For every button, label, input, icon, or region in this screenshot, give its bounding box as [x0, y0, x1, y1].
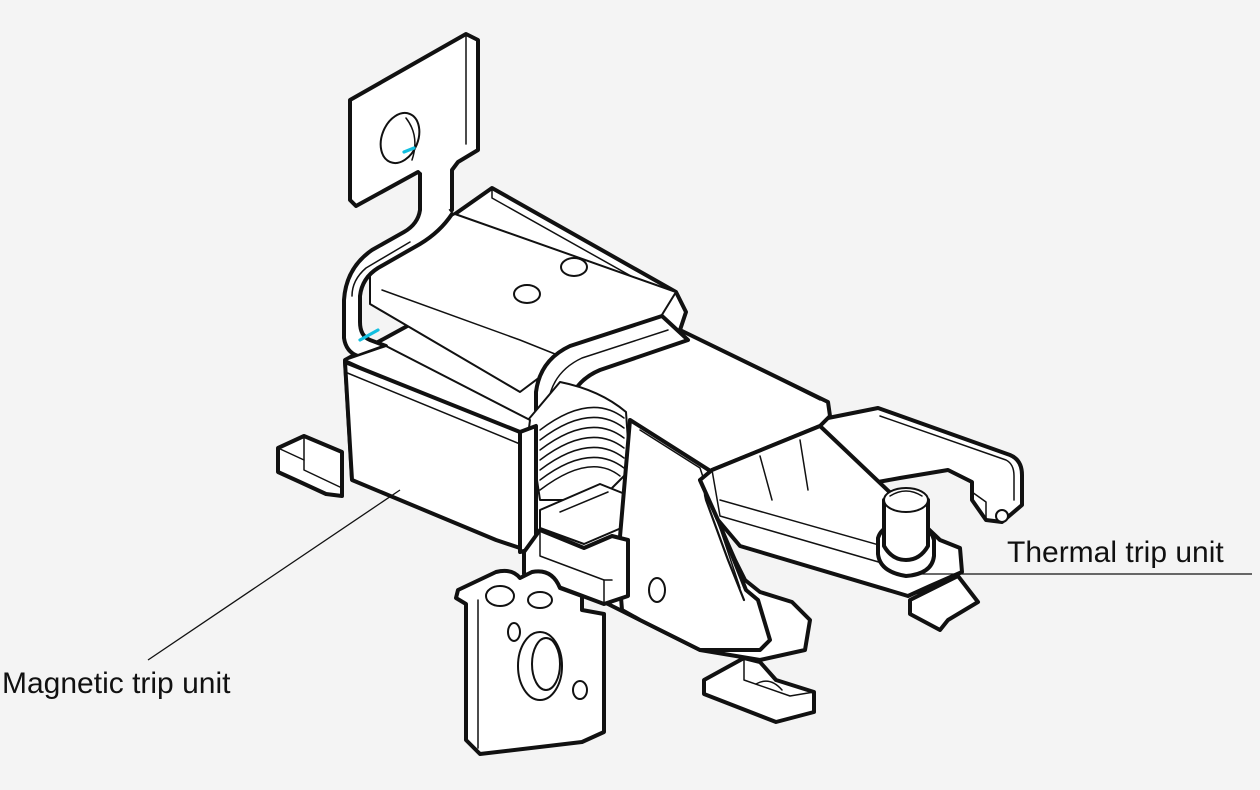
adjustment-stud: [876, 487, 936, 578]
bottom-terminal: [454, 568, 606, 756]
thermal-bracket-top: [816, 406, 1024, 524]
magnetic-leader-line: [147, 489, 401, 661]
magnetic-front-block: [343, 345, 538, 554]
magnetic-trip-unit-label: Magnetic trip unit: [2, 667, 231, 700]
right-mounting-tab: [908, 574, 980, 632]
top-terminal: [348, 32, 480, 224]
bottom-foot: [702, 656, 816, 724]
thermal-trip-unit-label: Thermal trip unit: [1007, 536, 1224, 569]
left-mounting-tab: [276, 434, 344, 498]
